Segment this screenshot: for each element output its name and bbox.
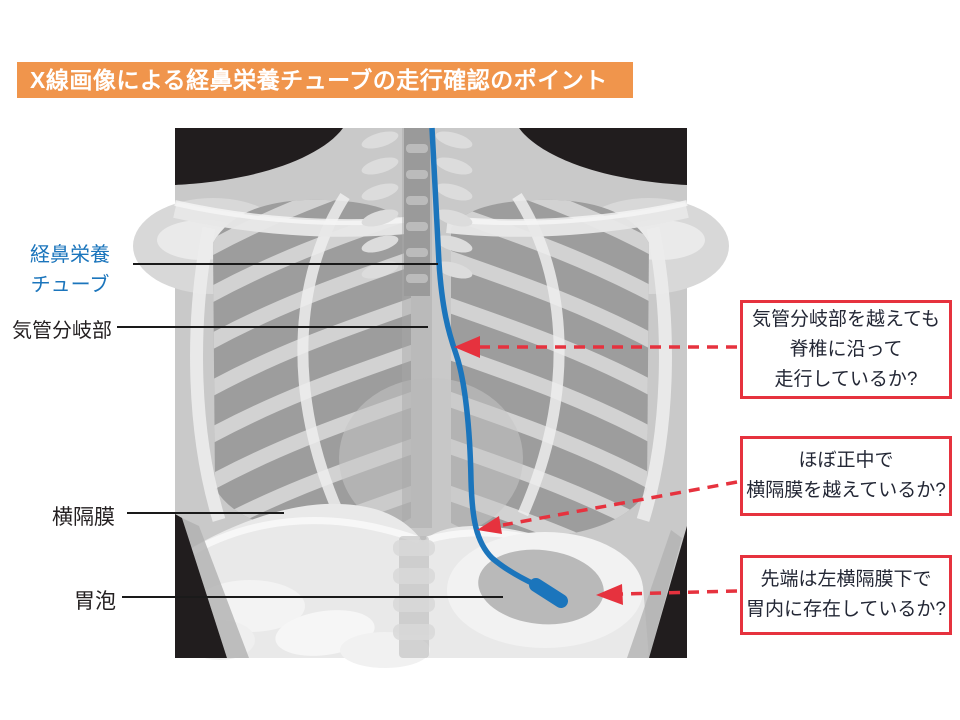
label-ng-tube: 経鼻栄養 チューブ [20,240,120,300]
label-gastric-bubble: 胃泡 [74,590,116,613]
diaphragm-dome-right [183,517,421,560]
checkpoint-box-carina: 気管分岐部を越えても 脊椎に沿って 走行しているか? [740,300,952,399]
arrowhead-tip [596,584,623,605]
checkpoint-arrowheads [454,336,623,605]
checkpoint-arrows [480,345,738,596]
checkpoint-midline-line2: 横隔膜を越えているか? [746,480,946,501]
lumbar-vertebrae [393,540,435,640]
checkpoint-box-tip: 先端は左横隔膜下で 胃内に存在しているか? [740,555,952,635]
label-ng-tube-line1: 経鼻栄養 [30,244,110,266]
heart-shadow [339,378,523,538]
ng-tube-line [429,127,538,588]
checkpoint-midline-line1: ほぼ正中で [798,450,894,471]
film-corner-bottom-right [649,526,687,658]
arrow-line-midline [502,480,738,527]
label-diaphragm: 横隔膜 [52,506,115,529]
checkpoint-box-midline: ほぼ正中で 横隔膜を越えているか? [740,436,952,516]
arrowhead-carina [454,336,480,358]
checkpoint-tip-line1: 先端は左横隔膜下で [760,569,932,590]
xray-illustration [133,127,729,668]
arrow-line-tip [621,589,738,596]
film-corner-top-left [175,128,343,185]
ng-tube-tip [529,578,568,608]
vertebrae [361,131,473,279]
leader-lines [117,263,503,598]
page-title: X線画像による経鼻栄養チューブの走行確認のポイント [17,62,633,98]
label-carina: 気管分岐部 [12,320,112,342]
film-corner-top-right [519,128,687,185]
checkpoint-carina-line2: 脊椎に沿って [789,338,903,360]
checkpoint-tip-line2: 胃内に存在しているか? [746,599,946,620]
film-corner-bottom-left [175,514,227,658]
clavicle-right [446,202,689,237]
checkpoint-carina-line3: 走行しているか? [774,368,918,390]
arrowhead-midline [477,516,502,534]
clavicle-left [173,202,416,237]
label-ng-tube-line2: チューブ [30,274,110,296]
checkpoint-carina-line1: 気管分岐部を越えても [751,308,941,330]
